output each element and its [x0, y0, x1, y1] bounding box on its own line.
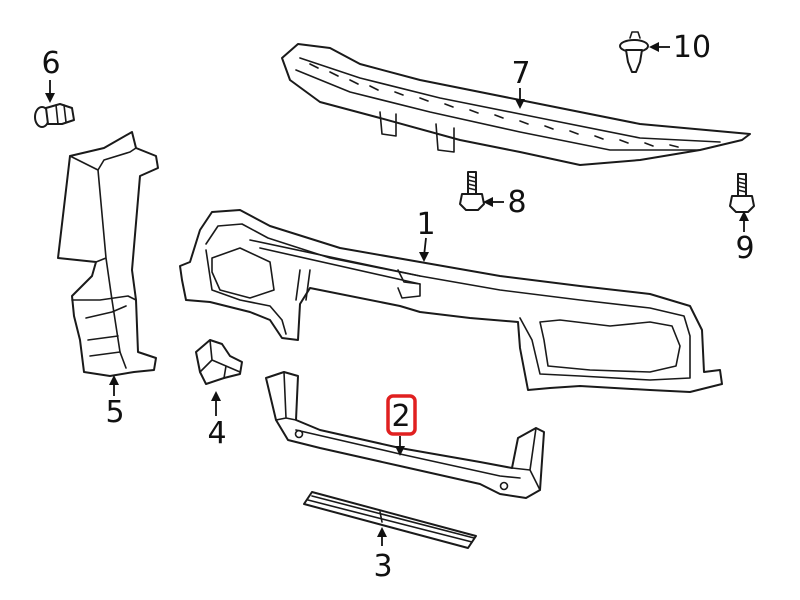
callout-6[interactable]: 6	[41, 46, 60, 81]
callout-leaders	[45, 42, 749, 546]
callout-3[interactable]: 3	[373, 549, 392, 584]
part-6-push-pin[interactable]	[34, 103, 75, 128]
part-7-upper-shield[interactable]	[281, 43, 751, 166]
callout-5[interactable]: 5	[105, 395, 124, 430]
part-1-radiator-support[interactable]	[179, 209, 723, 393]
callout-10[interactable]: 10	[673, 30, 711, 65]
part-9-bolt[interactable]	[729, 173, 755, 213]
part-5-air-baffle[interactable]	[57, 131, 159, 377]
part-2-lower-support[interactable]	[265, 371, 545, 499]
part-3-lower-deflector[interactable]	[303, 491, 477, 549]
callout-2-highlight	[386, 394, 417, 436]
callout-2[interactable]: 2	[391, 399, 410, 434]
callout-8[interactable]: 8	[507, 185, 526, 220]
part-4-bracket[interactable]	[195, 339, 243, 385]
part-8-bolt[interactable]	[459, 171, 485, 211]
callout-7[interactable]: 7	[511, 56, 530, 91]
callout-9[interactable]: 9	[735, 231, 754, 266]
callout-4[interactable]: 4	[207, 416, 226, 451]
callout-1[interactable]: 1	[416, 207, 435, 242]
part-10-push-clip[interactable]	[619, 31, 649, 73]
